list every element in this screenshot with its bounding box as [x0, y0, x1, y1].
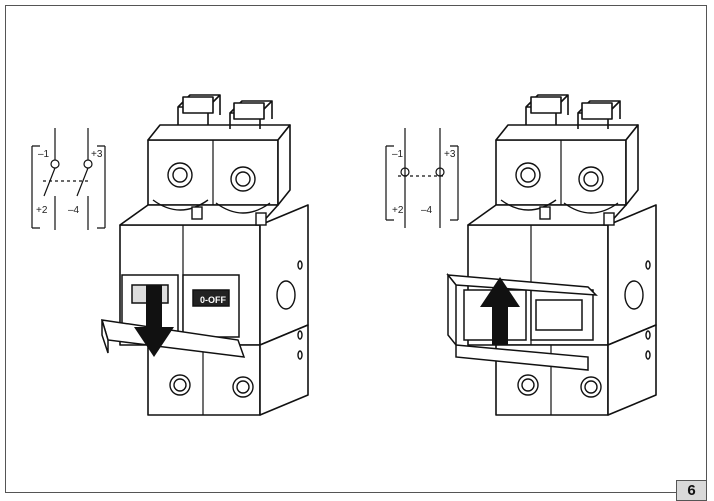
left-breaker: 0-OFF	[100, 94, 309, 416]
arrow-up-icon	[480, 277, 520, 345]
right-label-plus2: +2	[392, 205, 404, 216]
right-breaker	[446, 94, 657, 416]
left-label-minus1: –1	[38, 149, 50, 160]
left-label-minus4: –4	[68, 205, 80, 216]
page-number-badge: 6	[676, 480, 707, 501]
left-label-plus2: +2	[36, 205, 48, 216]
right-label-minus1: –1	[392, 149, 404, 160]
left-label-plus3: +3	[91, 149, 103, 160]
right-schematic	[385, 128, 459, 228]
left-schematic	[31, 128, 106, 230]
left-handle-text: 0-OFF	[200, 295, 227, 305]
figure-frame	[5, 5, 707, 493]
right-label-plus3: +3	[444, 149, 456, 160]
arrow-down-icon	[134, 285, 174, 357]
right-label-minus4: –4	[421, 205, 433, 216]
